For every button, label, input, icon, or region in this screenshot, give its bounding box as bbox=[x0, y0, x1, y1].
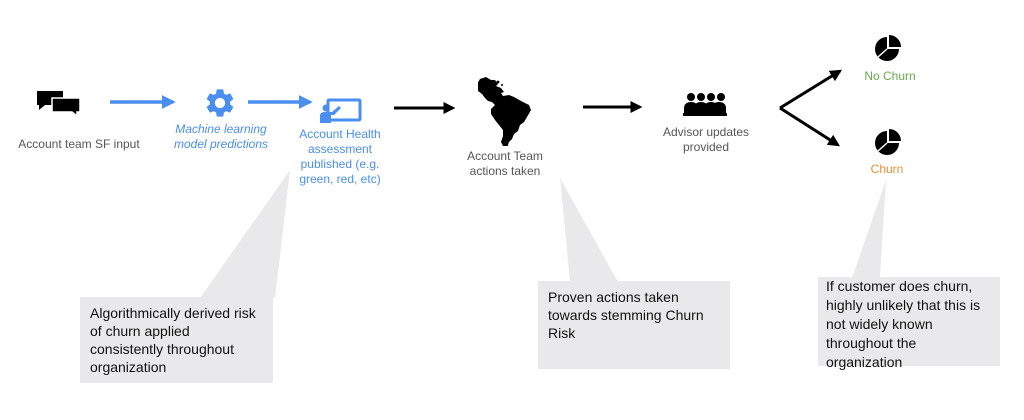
arrow-to-churn bbox=[779, 106, 841, 147]
callout-pointer-churn-visibility bbox=[852, 180, 886, 278]
node-label-sf-input: Account team SF input bbox=[18, 137, 140, 151]
node-label-team-actions: Account Team actions taken bbox=[467, 149, 543, 178]
callout-pointer-algorithm bbox=[200, 170, 290, 298]
chat-bubbles-icon bbox=[37, 91, 81, 116]
gear-icon bbox=[206, 89, 234, 117]
node-label-advisor-updates: Advisor updates provided bbox=[662, 125, 750, 154]
pie-chart-icon bbox=[875, 129, 901, 155]
outcome-label-no-churn: No Churn bbox=[864, 69, 916, 83]
callout-churn-visibility: If customer does churn, highly unlikely … bbox=[818, 277, 1000, 370]
node-label-ml-predictions: Machine learning model predictions bbox=[173, 122, 269, 151]
callout-proven-actions: Proven actions taken towards stemming Ch… bbox=[538, 281, 730, 369]
arrow-to-no-churn bbox=[779, 69, 843, 110]
presentation-board-icon bbox=[320, 98, 362, 123]
callout-pointer-proven-actions bbox=[560, 178, 618, 282]
pie-chart-icon bbox=[875, 35, 901, 61]
outcome-label-churn: Churn bbox=[870, 162, 904, 176]
south-america-map-icon bbox=[478, 77, 531, 146]
callout-algorithm: Algorithmically derived risk of churn ap… bbox=[80, 297, 273, 383]
node-label-health-assessment: Account Health assessment published (e.g… bbox=[299, 127, 381, 186]
group-icon bbox=[683, 93, 727, 116]
